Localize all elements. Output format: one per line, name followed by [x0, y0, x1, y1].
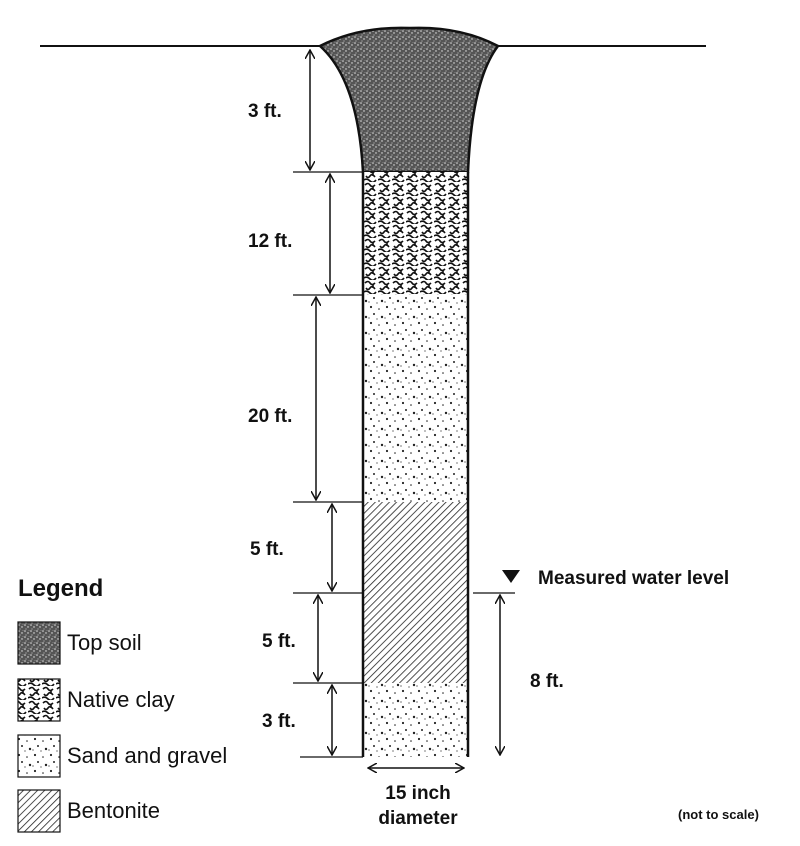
thickness-label: 3 ft.: [248, 101, 282, 122]
not-to-scale-note: (not to scale): [678, 807, 759, 822]
water-level-label: Measured water level: [538, 568, 729, 589]
diameter-label: diameter: [378, 808, 458, 829]
legend-swatch-top-soil: [17, 621, 61, 665]
legend-label: Sand and gravel: [67, 743, 227, 768]
legend-swatch-native-clay: [17, 678, 61, 722]
layer-sand-gravel: [363, 295, 468, 502]
diameter-label: 15 inch: [385, 783, 450, 804]
water-depth-label: 8 ft.: [530, 671, 564, 692]
layer-native-clay: [363, 172, 468, 295]
legend-title: Legend: [18, 575, 103, 602]
legend-swatch-bentonite: [17, 789, 61, 833]
boundary-ticks: [293, 171, 515, 758]
layer-sand-gravel-bottom: [363, 683, 468, 757]
legend-label: Bentonite: [67, 798, 160, 823]
legend-label: Native clay: [67, 687, 175, 712]
layer-bentonite: [363, 502, 468, 683]
thickness-label: 20 ft.: [248, 406, 292, 427]
legend-label: Top soil: [67, 630, 142, 655]
layer-top-soil: [317, 26, 500, 174]
water-level-triangle-icon: [502, 570, 520, 583]
legend-swatch-sand-gravel: [17, 734, 61, 778]
thickness-label: 12 ft.: [248, 231, 292, 252]
legend: Legend Top soil Native clay Sand and gra…: [17, 575, 227, 833]
thickness-label: 5 ft.: [250, 539, 284, 560]
thickness-label: 3 ft.: [262, 711, 296, 732]
thickness-label: 5 ft.: [262, 631, 296, 652]
